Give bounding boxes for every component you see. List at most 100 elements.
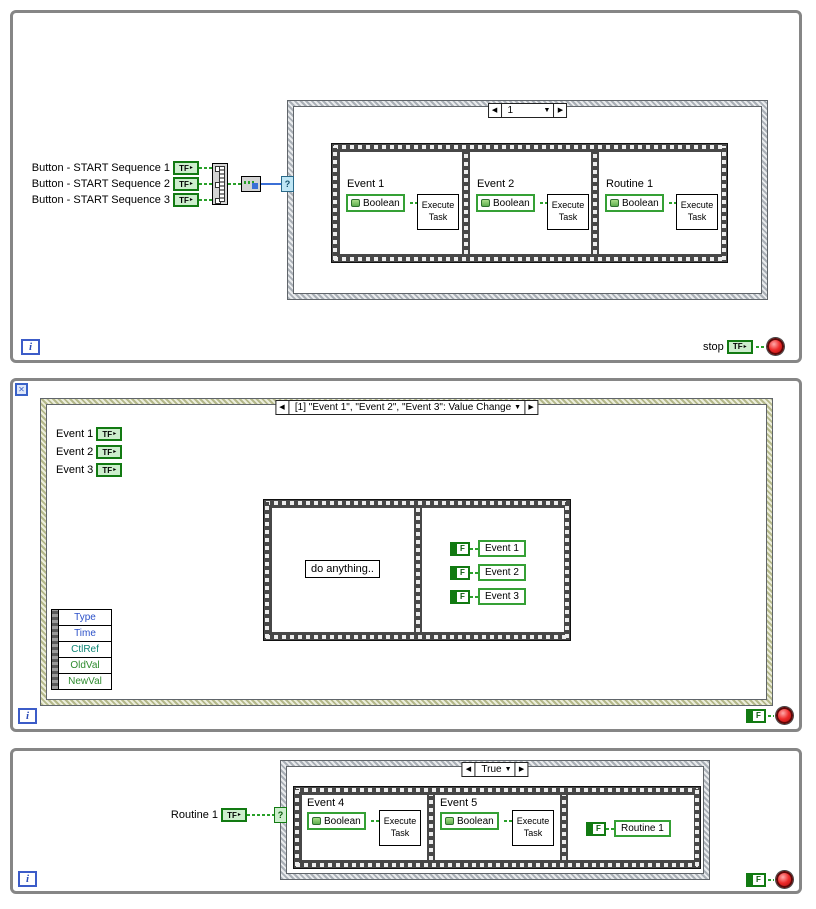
case-selector-tab[interactable]: ◀ True ▼ ▶	[461, 762, 529, 777]
local-variable[interactable]: Event 2	[478, 564, 526, 581]
local-variable[interactable]: Event 3	[478, 588, 526, 605]
case-dropdown-icon[interactable]: ▼	[504, 766, 512, 773]
event-data-item[interactable]: Time	[58, 625, 112, 642]
execute-task-node[interactable]: Execute Task	[547, 194, 589, 230]
constant-true-half	[452, 591, 457, 602]
boolean-terminal[interactable]: TF▸	[221, 808, 247, 822]
while-loop-3[interactable]: Routine 1 TF▸ ? ◀ True ▼ ▶ Event 4	[10, 748, 802, 894]
constant-true-half	[748, 710, 753, 721]
stop-button[interactable]	[776, 871, 793, 888]
boolean-terminal[interactable]: TF▸	[173, 193, 199, 207]
boolean-terminal[interactable]: TF▸	[96, 445, 123, 459]
flat-sequence-structure[interactable]: do anything.. F Event 1 F Event 2	[263, 499, 571, 641]
terminal-label: Button - START Sequence 1	[31, 162, 170, 174]
stop-label: stop	[703, 340, 724, 353]
false-constant[interactable]: F	[746, 872, 766, 887]
stop-button[interactable]	[766, 338, 784, 355]
boolean-terminal[interactable]: TF▸	[96, 427, 123, 441]
terminal-letters: TF	[179, 163, 189, 173]
boolean-array-to-number-node[interactable]	[241, 176, 261, 192]
control-row-event-3: Event 3 TF▸	[56, 463, 123, 477]
event-label: Event 2	[477, 178, 515, 190]
while-loop-2[interactable]: ✕ ◀ [1] "Event 1", "Event 2", "Event 3":…	[10, 378, 802, 732]
boolean-node[interactable]: Boolean	[476, 194, 535, 212]
case-selector-tab[interactable]: ◀ 1 ▼ ▶	[487, 103, 568, 118]
boolean-node[interactable]: Boolean	[440, 812, 499, 830]
event-data-item[interactable]: Type	[58, 609, 112, 626]
case-selector-value: 1	[507, 105, 514, 116]
iteration-terminal[interactable]: i	[18, 708, 37, 724]
case-structure[interactable]: ◀ True ▼ ▶ Event 4 Boolean Execute Task	[280, 760, 710, 880]
terminal-label: Event 2	[56, 446, 94, 458]
control-row-2: Button - START Sequence 2 TF▸	[23, 177, 199, 191]
stop-row: stop TF▸	[703, 338, 784, 355]
next-case-arrow-icon[interactable]: ▶	[524, 401, 537, 414]
boolean-node-label: Boolean	[324, 815, 361, 827]
build-array-node[interactable]	[212, 163, 228, 205]
constant-value: F	[460, 544, 465, 553]
execute-task-node[interactable]: Execute Task	[379, 810, 421, 846]
next-case-arrow-icon[interactable]: ▶	[553, 104, 566, 117]
boolean-node[interactable]: Boolean	[346, 194, 405, 212]
event-data-item[interactable]: OldVal	[58, 657, 112, 674]
boolean-node[interactable]: Boolean	[605, 194, 664, 212]
event-selector-tab[interactable]: ◀ [1] "Event 1", "Event 2", "Event 3": V…	[274, 400, 539, 415]
control-row-event-2: Event 2 TF▸	[56, 445, 123, 459]
output-arrow-icon: ▸	[743, 343, 747, 350]
sequence-frame-1: do anything..	[272, 508, 414, 632]
iteration-terminal[interactable]: i	[18, 871, 37, 887]
terminal-label: Event 1	[56, 428, 94, 440]
filmstrip-edge	[296, 863, 698, 867]
loop-stop-row: F	[746, 707, 793, 724]
while-loop-1[interactable]: Button - START Sequence 1 TF▸ Button - S…	[10, 10, 802, 363]
local-variable[interactable]: Event 1	[478, 540, 526, 557]
corner-x-node-icon[interactable]: ✕	[15, 383, 28, 396]
output-arrow-icon: ▸	[189, 181, 193, 187]
control-row-1: Button - START Sequence 1 TF▸	[23, 161, 199, 175]
terminal-letters: TF	[179, 195, 189, 205]
case-structure[interactable]: ◀ 1 ▼ ▶ Event 1 Boolean Execute Task	[287, 100, 768, 300]
stop-terminal[interactable]: TF▸	[726, 339, 753, 354]
false-constant[interactable]: F	[586, 821, 606, 836]
boolean-icon	[351, 199, 360, 207]
flat-sequence-structure[interactable]: Event 4 Boolean Execute Task Event 5 Boo…	[293, 786, 701, 869]
flat-sequence-structure[interactable]: Event 1 Boolean Execute Task Event 2 Boo…	[331, 143, 728, 263]
terminal-label: Event 3	[56, 464, 94, 476]
false-constant[interactable]: F	[450, 541, 470, 556]
terminal-label: Button - START Sequence 2	[31, 178, 170, 190]
free-label[interactable]: do anything..	[305, 560, 380, 578]
filmstrip-edge	[429, 795, 433, 860]
event-data-item[interactable]: NewVal	[58, 673, 112, 690]
false-constant[interactable]: F	[746, 708, 766, 723]
filmstrip-edge	[333, 146, 337, 260]
false-constant[interactable]: F	[450, 565, 470, 580]
boolean-node[interactable]: Boolean	[307, 812, 366, 830]
constant-value: F	[460, 568, 465, 577]
local-variable[interactable]: Routine 1	[614, 820, 671, 837]
event-data-node[interactable]: Type Time CtlRef OldVal NewVal	[51, 609, 112, 690]
boolean-terminal[interactable]: TF▸	[173, 177, 199, 191]
sequence-frame-2: Event 5 Boolean Execute Task	[435, 795, 560, 860]
false-constant[interactable]: F	[450, 589, 470, 604]
iteration-terminal[interactable]: i	[21, 339, 40, 355]
boolean-terminal[interactable]: TF▸	[96, 463, 123, 477]
wire	[470, 571, 478, 574]
event-label: Event 4	[307, 797, 345, 809]
event-structure[interactable]: ◀ [1] "Event 1", "Event 2", "Event 3": V…	[40, 398, 773, 706]
execute-task-node[interactable]: Execute Task	[417, 194, 459, 230]
terminal-letters: TF	[102, 465, 113, 475]
case-dropdown-icon[interactable]: ▼	[514, 404, 522, 411]
previous-case-arrow-icon[interactable]: ◀	[489, 104, 502, 117]
stop-button[interactable]	[776, 707, 793, 724]
loop-stop-row: F	[746, 871, 793, 888]
execute-task-node[interactable]: Execute Task	[512, 810, 554, 846]
execute-task-node[interactable]: Execute Task	[676, 194, 718, 230]
boolean-terminal[interactable]: TF▸	[173, 161, 199, 175]
previous-case-arrow-icon[interactable]: ◀	[276, 401, 289, 414]
previous-case-arrow-icon[interactable]: ◀	[462, 763, 476, 776]
case-selector-terminal[interactable]: ?	[274, 807, 287, 823]
case-dropdown-icon[interactable]: ▼	[543, 107, 551, 114]
event-data-item[interactable]: CtlRef	[58, 641, 112, 658]
next-case-arrow-icon[interactable]: ▶	[514, 763, 528, 776]
case-selector-terminal[interactable]: ?	[281, 176, 294, 192]
